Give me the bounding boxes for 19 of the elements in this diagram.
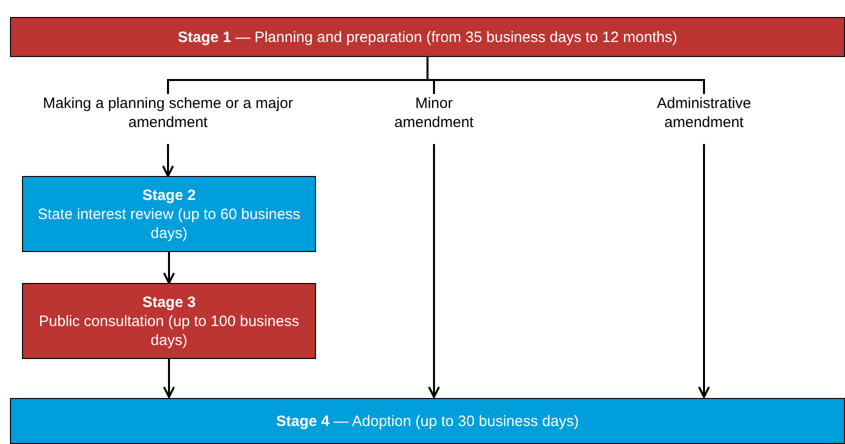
stage-banner bbox=[10, 17, 845, 57]
stage-heading: Stage 2 bbox=[142, 186, 196, 204]
stage-text: Public consultation (up to 100 business days) bbox=[38, 312, 300, 350]
stage-banner bbox=[10, 398, 845, 444]
connector-line bbox=[426, 57, 705, 94]
stage-text: Stage 4 — Adoption (up to 30 business days) bbox=[276, 412, 579, 430]
arrow bbox=[698, 144, 710, 398]
stage-box bbox=[22, 283, 316, 359]
stage-heading: Stage 3 bbox=[142, 292, 196, 312]
arrow bbox=[163, 359, 175, 398]
arrow bbox=[428, 144, 440, 398]
arrow bbox=[163, 252, 175, 284]
stage-text: Making a planning scheme or a major amendment bbox=[42, 94, 294, 132]
arrow bbox=[162, 144, 174, 177]
stage-text: State interest review (up to 60 business days) bbox=[36, 204, 302, 242]
stage-text: Stage 1 — Planning and preparation (from 35 business days to 12 months) bbox=[178, 28, 678, 46]
stage-text: Minor amendment bbox=[393, 94, 475, 132]
stage-text: Administrative amendment bbox=[656, 94, 752, 132]
stage-box bbox=[22, 176, 316, 252]
